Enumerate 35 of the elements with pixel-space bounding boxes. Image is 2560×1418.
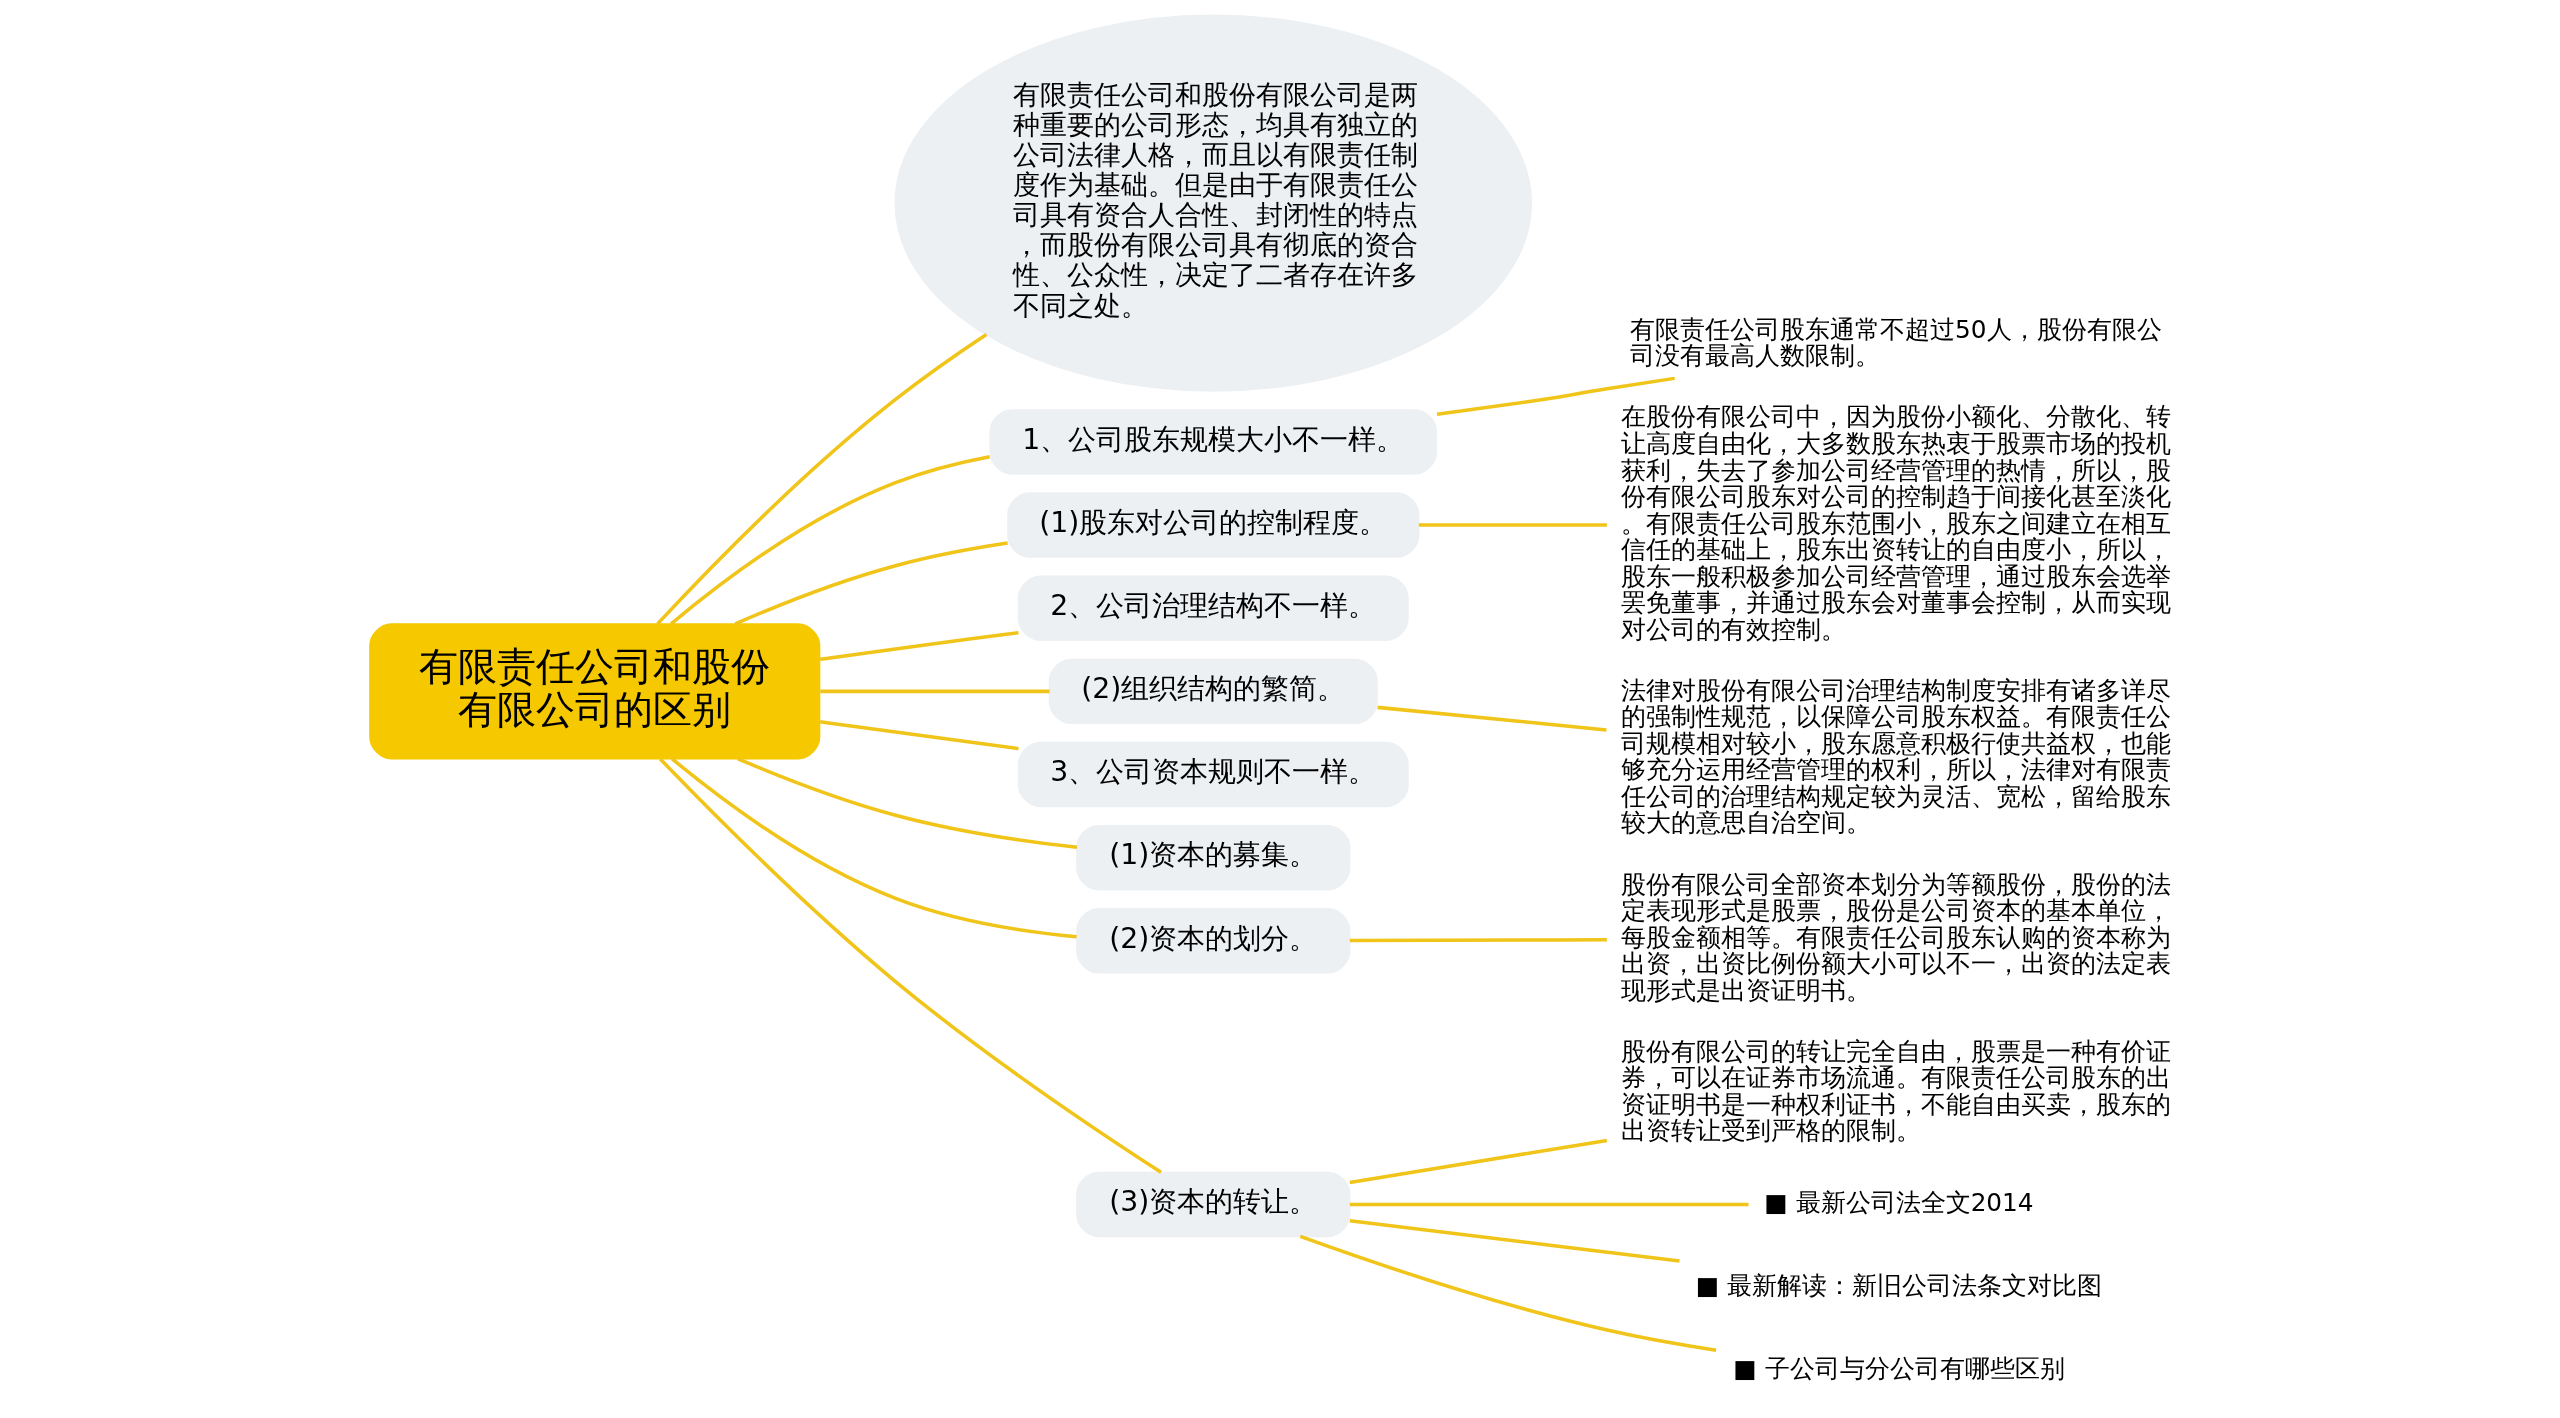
node-box: 2、公司治理结构不一样。 — [1017, 575, 1409, 641]
connector — [736, 757, 1077, 850]
node-box: 3、公司资本规则不一样。 — [1017, 741, 1409, 808]
node-text: ■ 最新公司法全文2014 — [1763, 1187, 2034, 1217]
node-text: 股份有限公司全部资本划分为等额股份，股份的法定表现形式是股票，股份是公司资本的基本单位，每股金额相等。有限责任公司股东认购的资本称为出资，出资比例份额大小可以不一，出资的法定表现形式是出资证明书。 — [1620, 869, 2171, 1005]
connector — [658, 757, 1162, 1174]
node-box: (2)组织结构的繁简。 — [1048, 658, 1378, 725]
node-box: (2)资本的划分。 — [1075, 908, 1350, 974]
node-box: 有限责任公司和股份有限公司的区别 — [368, 623, 820, 760]
node-text: ■ 子公司与分公司有哪些区别 — [1732, 1354, 2065, 1384]
node-box: (1)资本的募集。 — [1075, 824, 1350, 891]
connector — [1299, 1234, 1716, 1352]
connector — [819, 720, 1019, 751]
connector — [1349, 938, 1607, 943]
connector — [819, 630, 1019, 662]
connector — [1349, 1138, 1607, 1185]
connector — [1376, 705, 1607, 732]
node-text: 法律对股份有限公司治理结构制度安排有诸多详尽的强制性规范，以保障公司股东权益。有限责任公司规模相对较小，股东愿意积极行使共益权，也能够充分运用经营管理的权利，所以，法律对有限责任公司的治理结构规定较为灵活、宽松，留给股东较大的意思自治空间。 — [1620, 675, 2171, 838]
node-text: ■ 最新解读：新旧公司法条文对比图 — [1695, 1271, 2102, 1301]
node-box: (3)资本的转让。 — [1075, 1171, 1350, 1238]
connector — [1436, 376, 1675, 417]
connector — [670, 757, 1077, 939]
node-text: 股份有限公司的转让完全自由，股票是一种有价证券，可以在证券市场流通。有限责任公司股东的出资证明书是一种权利证书，不能自由买卖，股东的出资转让受到严格的限制。 — [1620, 1036, 2171, 1146]
node-box: 1、公司股东规模大小不一样。 — [989, 409, 1437, 475]
connector — [1349, 1219, 1680, 1263]
node-ellipse: 有限责任公司和股份有限公司是两种重要的公司形态，均具有独立的公司法律人格，而且以有限责任制度作为基础。但是由于有限责任公司具有资合人合性、封闭性的特点，而股份有限公司具有彻底的资合性、公众性，决定了二者存在许多不同之处。 — [893, 14, 1532, 392]
connector — [655, 333, 987, 626]
connector — [819, 689, 1050, 694]
connector — [1418, 523, 1607, 527]
node-box: (1)股东对公司的控制程度。 — [1006, 492, 1419, 558]
connector — [669, 454, 990, 626]
connector — [1349, 1202, 1748, 1207]
node-text: 有限责任公司股东通常不超过50人，股份有限公司没有最高人数限制。 — [1629, 314, 2162, 371]
node-text: 在股份有限公司中，因为股份小额化、分散化、转让高度自由化，大多数股东热衷于股票市场的投机获利，失去了参加公司经营管理的热情，所以，股份有限公司股东对公司的控制趋于间接化甚至淡化。有限责任公司股东范围小，股东之间建立在相互信任的基础上，股东出资转让的自由度小，所以，股东一般积极参加公司经营管理，通过股东会选举罢免董事，并通过股东会对董事会控制，从而实现对公司的有效控制。 — [1620, 402, 2171, 644]
connector — [734, 541, 1008, 626]
